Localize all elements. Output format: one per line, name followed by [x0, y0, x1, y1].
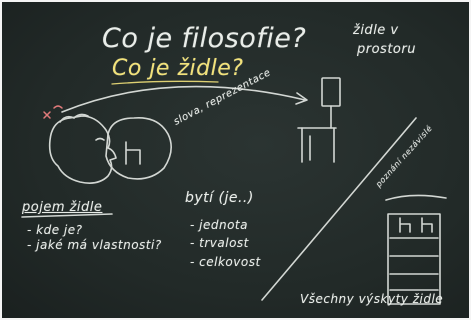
head-hair [59, 113, 89, 123]
red-mark-2 [53, 105, 63, 109]
being-heading: bytí (je..) [185, 190, 254, 206]
being-item-3: - celkovost [190, 255, 261, 269]
stack-container [387, 213, 441, 305]
arrow-head [295, 92, 308, 105]
chair-label-line-2: prostoru [357, 42, 416, 57]
head-eye [95, 137, 105, 141]
board-title: Co je filosofie? [102, 23, 307, 54]
chair-backrest [321, 77, 341, 107]
concept-underline [21, 213, 113, 218]
red-mark-1 [43, 111, 51, 119]
concept-item-1: - kde je? [27, 223, 83, 237]
bottom-label: Všechny výskyty židle [300, 292, 444, 306]
stack-chair-1 [399, 217, 411, 233]
concept-item-2: - jaké má vlastnosti? [27, 238, 162, 252]
concept-heading: pojem židle [22, 200, 103, 215]
thought-bubble [105, 117, 172, 180]
subtitle-underline [111, 80, 219, 85]
chair-label-line-1: židle v [353, 23, 399, 38]
diagonal-line [261, 117, 417, 301]
stack-lines [389, 237, 439, 291]
board-subtitle: Co je židle? [112, 56, 244, 81]
head-to-chair-arrow [61, 85, 306, 113]
stack-lid [385, 194, 447, 201]
mini-chair [125, 141, 141, 165]
stack-chair-2 [421, 217, 433, 233]
being-item-1: - jednota [190, 218, 248, 232]
chair-legs [301, 127, 335, 163]
being-item-2: - trvalost [190, 236, 249, 250]
